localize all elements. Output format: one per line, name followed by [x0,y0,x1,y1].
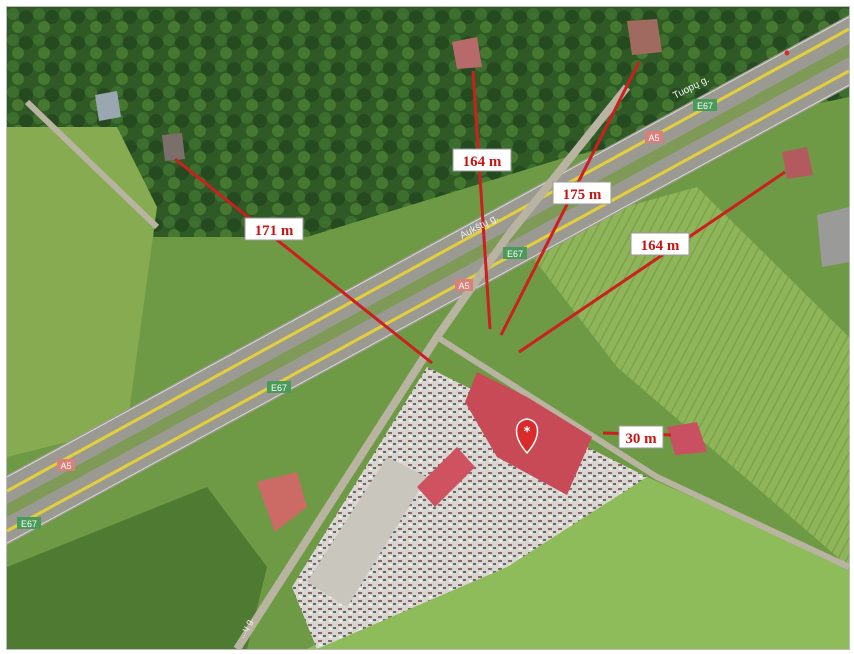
measure-line-4 [518,170,786,354]
distance-label-4: 164 m [630,232,690,256]
distance-label-2: 164 m [452,148,512,172]
field-east [517,187,849,567]
svg-text:A5: A5 [458,281,469,291]
distance-label-5: 30 m [618,425,664,449]
route-shield-4: A5 [455,279,473,291]
measure-line-2 [471,70,492,330]
house-south-west [257,472,307,532]
route-shield-3: E67 [503,247,527,259]
svg-text:164 m: 164 m [641,238,680,254]
svg-text:E67: E67 [507,249,523,259]
distance-label-1: 171 m [244,217,304,241]
house-north-west [162,133,185,161]
svg-text:30 m: 30 m [625,431,657,447]
highway [7,15,849,545]
svg-text:E67: E67 [271,383,287,393]
house-north-east [782,147,813,179]
house-north-1 [452,37,482,69]
forest-area [7,7,849,307]
warehouse-wing [417,447,475,507]
house-north-2 [627,19,662,55]
house-east-2 [817,207,849,267]
map-pin-icon[interactable]: * [515,418,539,455]
svg-text:A5: A5 [648,133,659,143]
house-north-west-2 [95,91,121,121]
svg-text:E67: E67 [21,519,37,529]
route-shield-2: A5 [645,131,663,143]
poi-dot [784,50,790,56]
field-south-east [307,477,849,649]
route-shield-5: E67 [267,381,291,393]
svg-text:164 m: 164 m [463,154,502,170]
distance-label-3: 175 m [552,181,612,205]
field-left [7,127,157,457]
field-south-west [7,487,267,649]
svg-text:171 m: 171 m [255,223,294,239]
measure-line-1 [174,157,433,365]
svg-text:*: * [524,425,531,440]
route-shield-1: E67 [693,99,717,111]
aerial-map[interactable]: 171 m 164 m 175 m 164 m 30 m Tuopų g. Au… [6,6,850,650]
svg-text:175 m: 175 m [563,187,602,203]
house-east [667,422,707,455]
svg-text:E67: E67 [697,101,713,111]
svg-text:A5: A5 [60,461,71,471]
route-shield-7: E67 [17,517,41,529]
yard-asphalt [307,457,427,607]
route-shield-6: A5 [57,459,75,471]
